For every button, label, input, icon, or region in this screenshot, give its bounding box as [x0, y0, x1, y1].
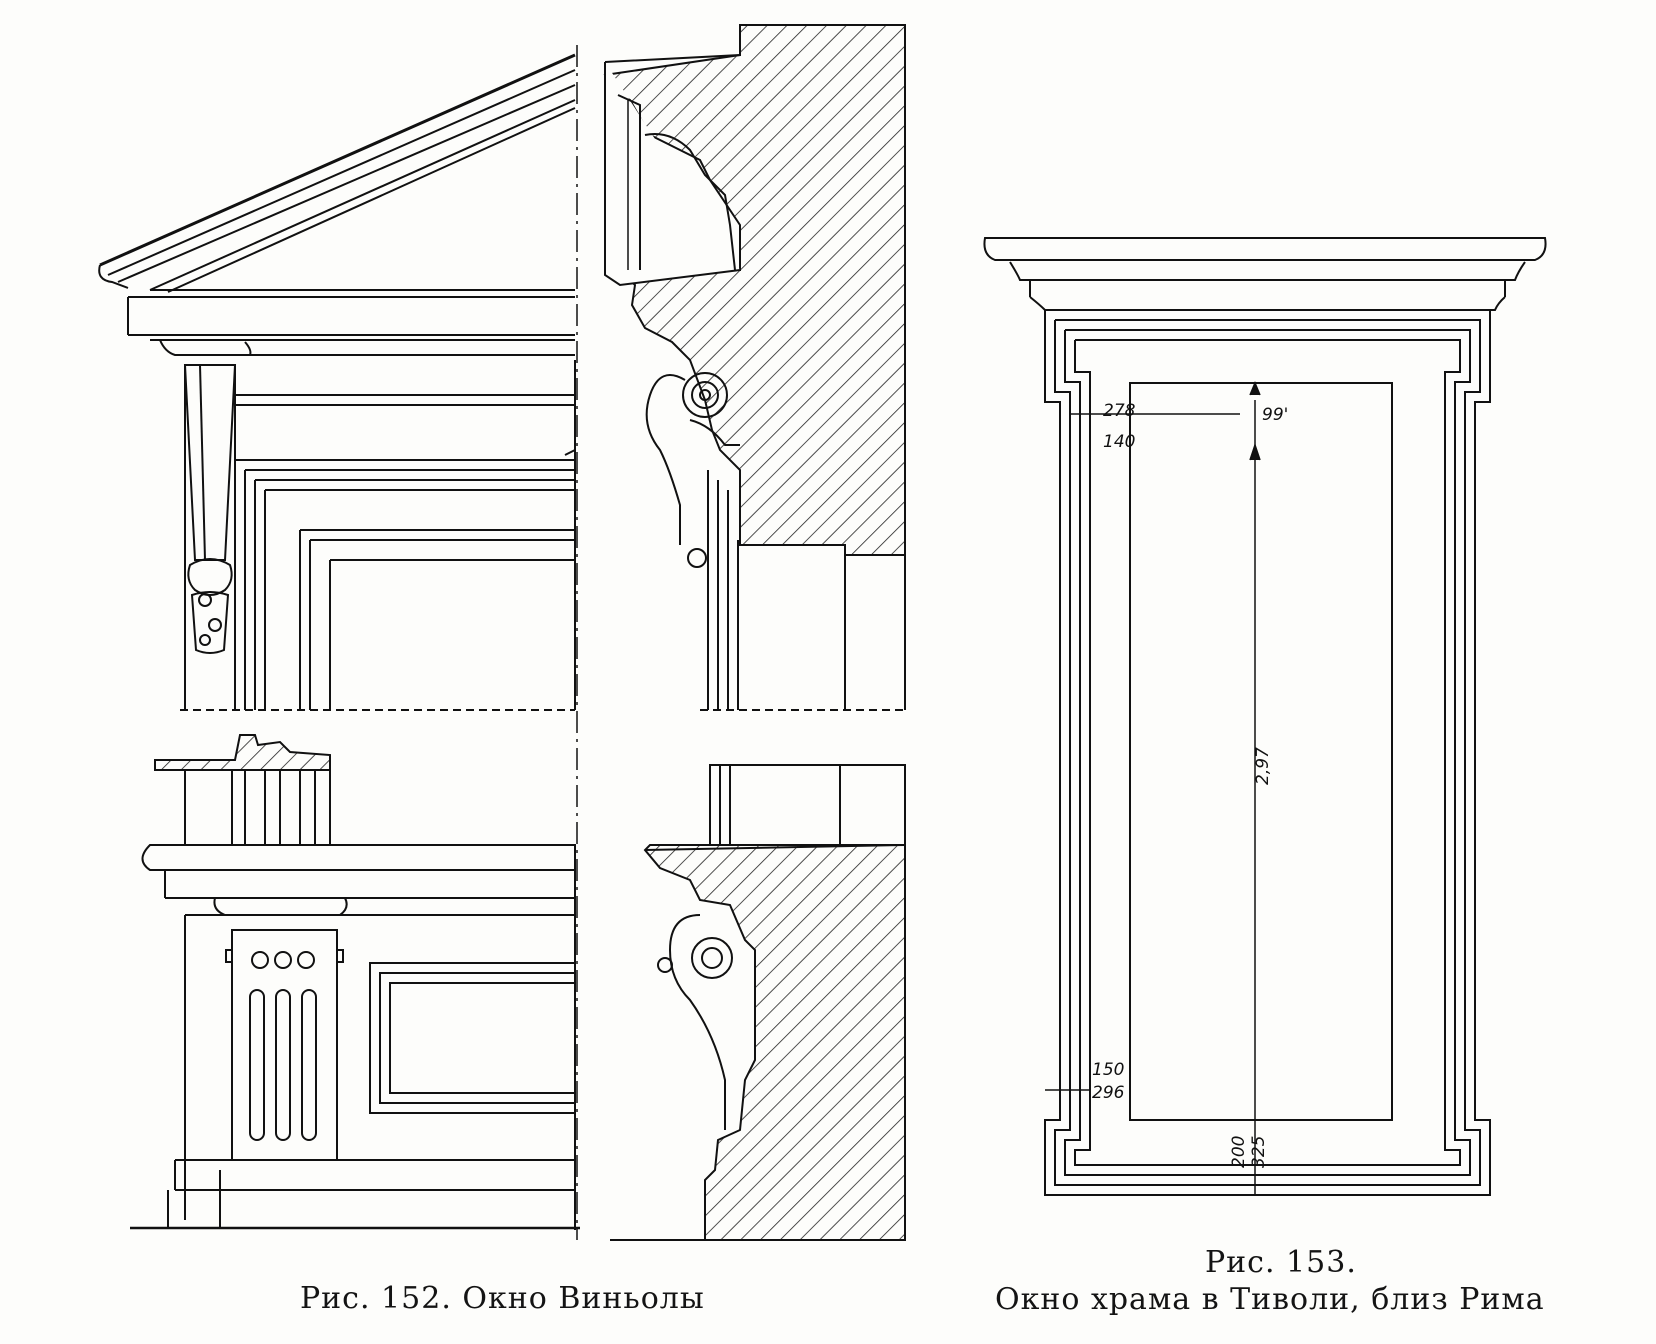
fluted-pedestal	[225, 929, 344, 1161]
dim-2-97: 2,97	[1253, 747, 1273, 785]
dimension-labels: 278 140 99' 2,97 150 296 200 325	[1092, 401, 1288, 1168]
sunken-panel	[369, 962, 576, 1114]
window-opening	[1129, 382, 1393, 1121]
pediment	[98, 53, 576, 356]
lower-scroll-console	[657, 914, 733, 1130]
dim-278: 278	[1103, 401, 1136, 421]
figure-152-caption: Рис. 152. Окно Виньолы	[300, 1281, 705, 1316]
dim-325: 325	[1249, 1136, 1269, 1168]
pedestal-base	[130, 1159, 580, 1230]
dimension-lines	[1045, 381, 1261, 1195]
figure-153-number: Рис. 153.	[1205, 1245, 1357, 1280]
vignola-window-elevation	[98, 53, 580, 1230]
window-sill	[141, 844, 576, 1230]
dim-99: 99'	[1262, 405, 1288, 425]
figure-153-caption: Окно храма в Тиволи, близ Рима	[995, 1282, 1545, 1317]
dim-150: 150	[1092, 1060, 1124, 1080]
dim-296: 296	[1092, 1083, 1125, 1103]
tivoli-window-drawing: 278 140 99' 2,97 150 296 200 325	[983, 237, 1547, 1196]
console-bracket	[183, 364, 237, 710]
balustrade-fragment	[154, 734, 331, 845]
vignola-window-section	[603, 24, 906, 1241]
dim-200: 200	[1229, 1136, 1249, 1168]
dim-140: 140	[1103, 432, 1135, 452]
scroll-console	[645, 372, 740, 568]
cornice	[983, 237, 1547, 311]
